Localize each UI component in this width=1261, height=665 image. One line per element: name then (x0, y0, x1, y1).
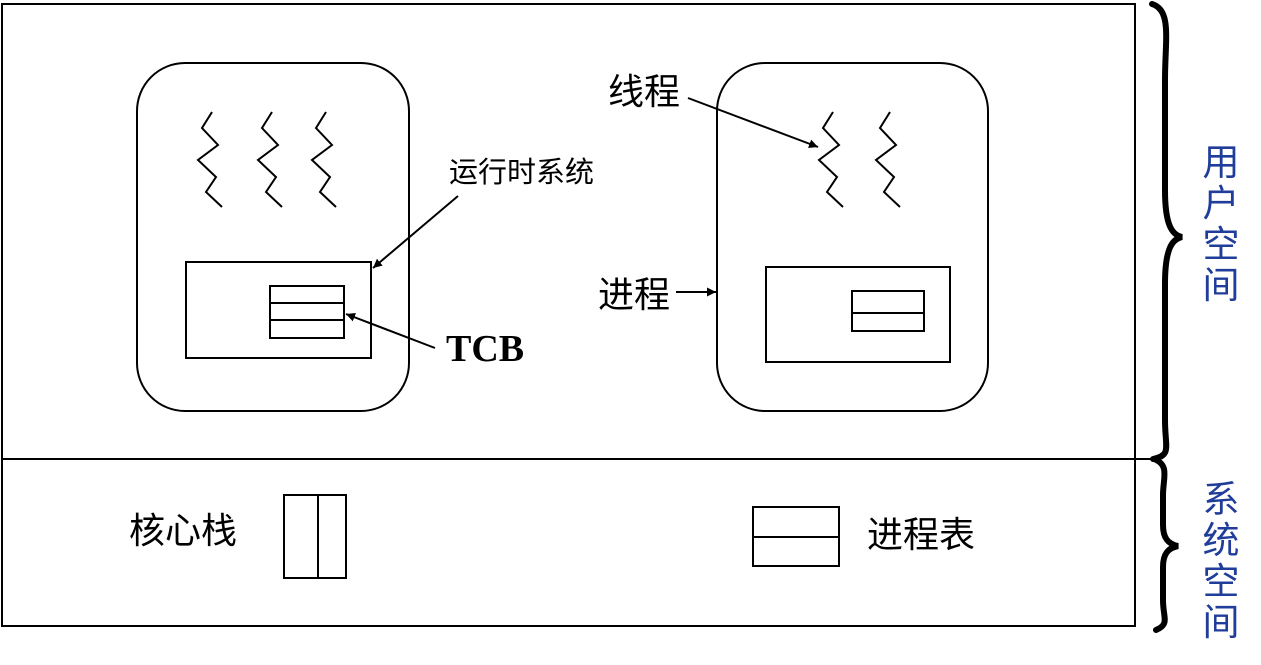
kernel-stack-label: 核心栈 (129, 511, 238, 552)
right-inner-box (765, 266, 951, 363)
right-thread-1 (817, 111, 844, 208)
left-thread-3 (310, 111, 337, 208)
process-label: 进程 (598, 275, 671, 316)
kernel-stack-shape (283, 494, 347, 579)
left-thread-2 (256, 111, 283, 208)
outer-frame (1, 3, 1136, 627)
system-space-label: 系统空间 (1202, 478, 1240, 644)
process-table-label: 进程表 (867, 515, 976, 556)
arrow-runtime-system (372, 195, 459, 269)
arrow-tcb (345, 313, 436, 349)
tcb-label: TCB (446, 328, 525, 370)
right-process-box (716, 62, 989, 412)
user-space-label: 用户空间 (1202, 141, 1240, 307)
runtime-system-label: 运行时系统 (449, 155, 595, 189)
right-tcb-table (851, 290, 925, 332)
right-thread-2 (874, 111, 901, 208)
process-table-shape (752, 506, 840, 567)
system-space-brace (1151, 456, 1179, 633)
user-space-brace (1149, 1, 1183, 462)
thread-label: 线程 (608, 72, 681, 113)
runtime-system-box (185, 261, 372, 359)
arrow-thread (687, 97, 819, 149)
left-tcb-table (269, 285, 345, 339)
left-thread-1 (196, 111, 223, 208)
